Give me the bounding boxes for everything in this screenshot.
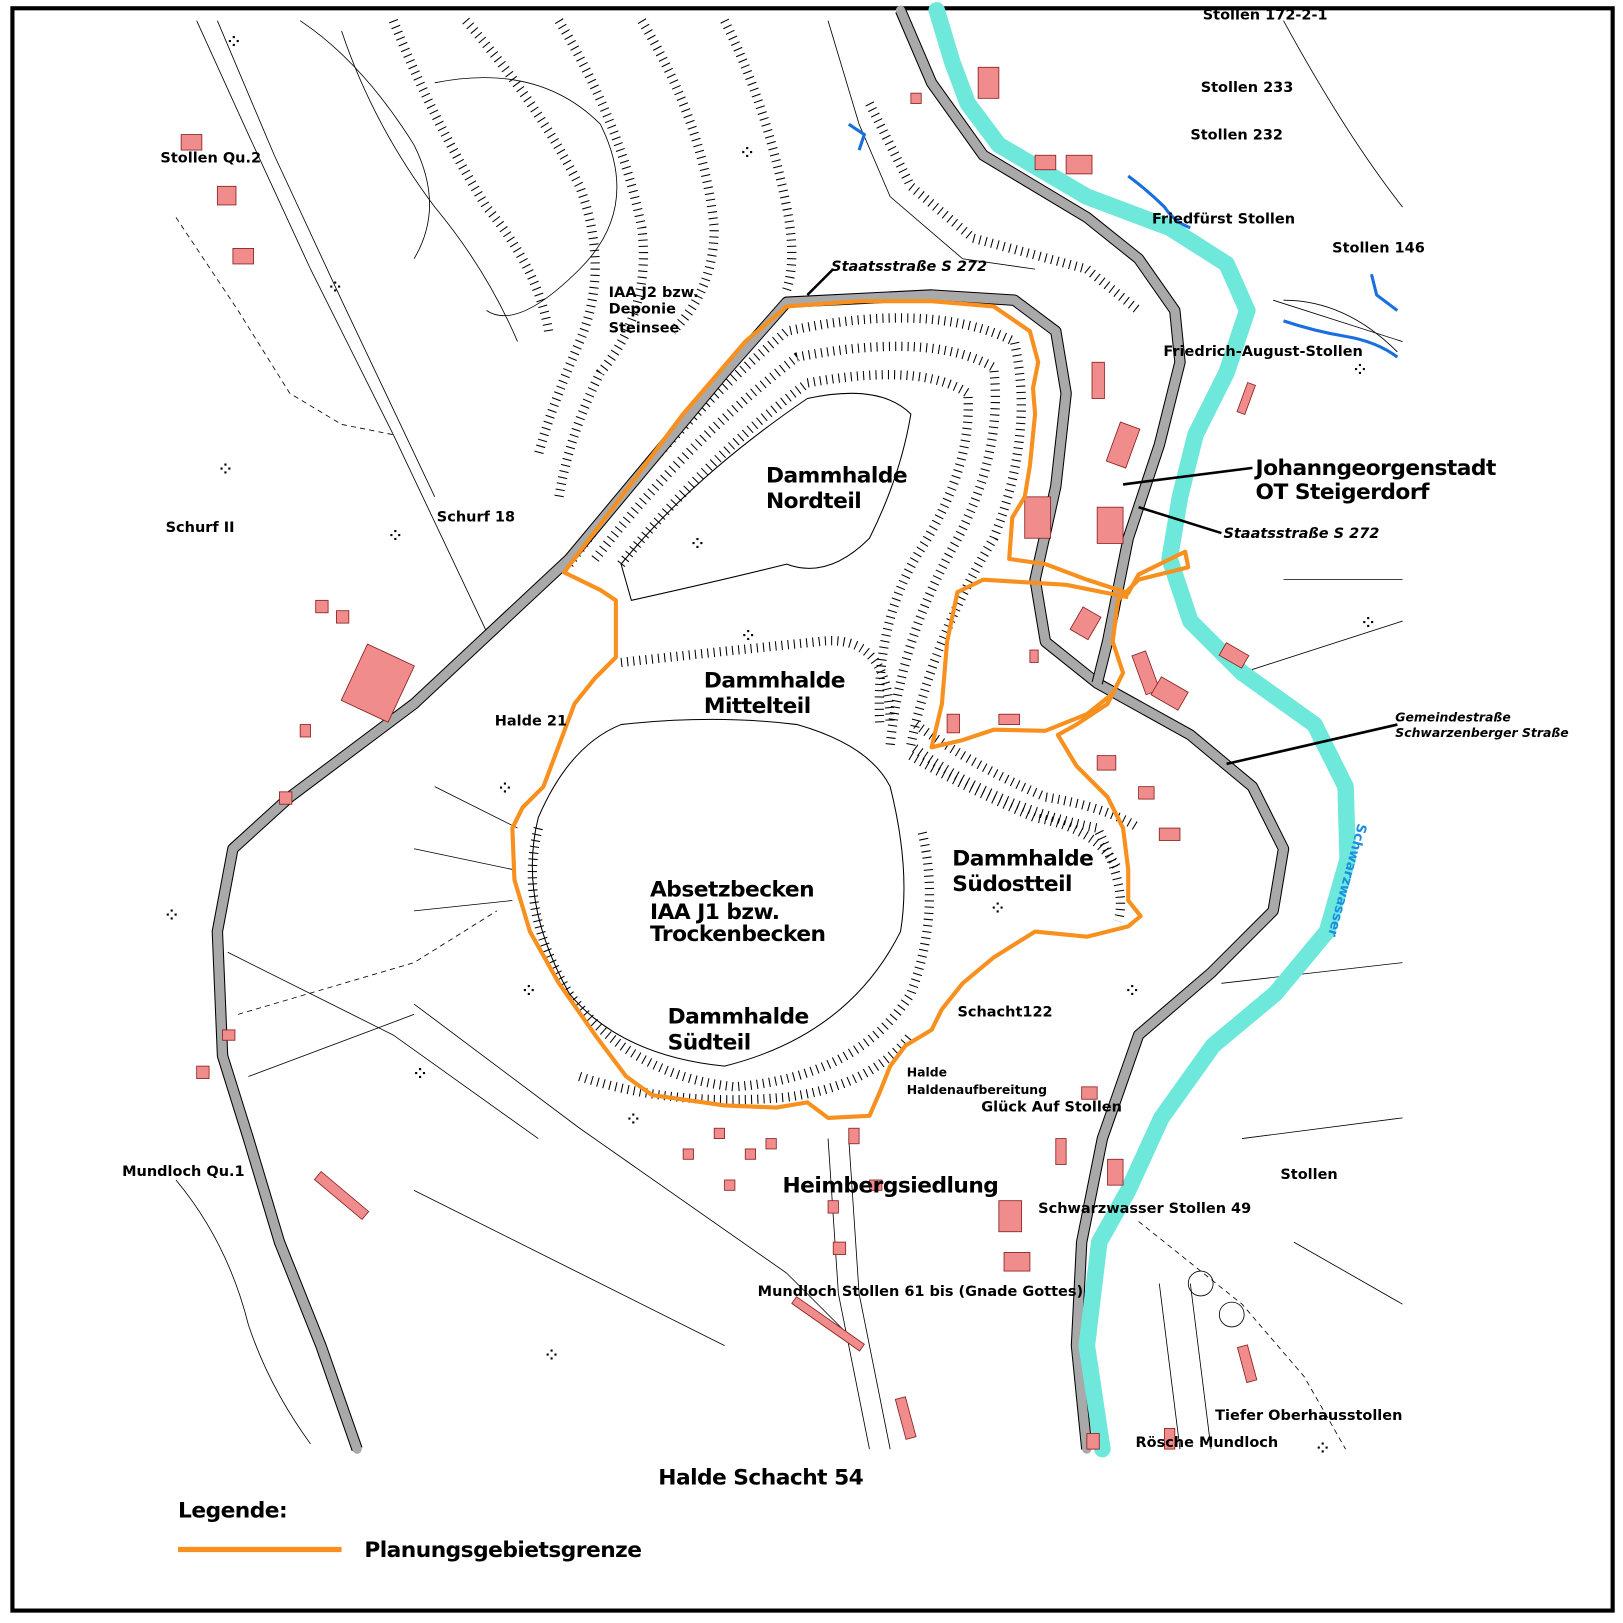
svg-text:⁘: ⁘ <box>414 1067 426 1083</box>
label-schurf-18: Schurf 18 <box>437 510 515 526</box>
label-suedost-2: Südostteil <box>952 872 1072 897</box>
leader-lines <box>806 268 1398 766</box>
label-gemeindestrasse-2: Schwarzenberger Straße <box>1395 725 1568 740</box>
label-gemeindestrasse-1: Gemeindestraße <box>1395 709 1510 724</box>
map-title: Halde Schacht 54 <box>658 1465 863 1490</box>
label-stollen-172: Stollen 172-2-1 <box>1203 8 1328 24</box>
svg-text:⁘: ⁘ <box>219 462 231 478</box>
svg-text:⁘: ⁘ <box>389 528 401 544</box>
river-schwarzwasser <box>847 2 1399 1458</box>
label-heimbergsiedlung: Heimbergsiedlung <box>783 1173 999 1198</box>
svg-text:⁘: ⁘ <box>499 781 511 797</box>
label-staatsstrasse-right: Staatsstraße S 272 <box>1223 526 1379 542</box>
label-schwarzwasser-stollen-49: Schwarzwasser Stollen 49 <box>1038 1201 1251 1217</box>
label-friedfuerst-stollen: Friedfürst Stollen <box>1152 212 1295 228</box>
label-iaa-j2-3: Steinsee <box>609 320 680 336</box>
label-stollen-232: Stollen 232 <box>1190 128 1283 144</box>
label-stollen: Stollen <box>1280 1167 1337 1183</box>
label-friedrich-august-stollen: Friedrich-August-Stollen <box>1163 344 1362 360</box>
svg-text:⁘: ⁘ <box>992 901 1004 917</box>
svg-text:⁘: ⁘ <box>1126 984 1138 1000</box>
svg-text:⁘: ⁘ <box>1354 363 1366 379</box>
label-mittelteil-2: Mittelteil <box>704 694 811 719</box>
roads <box>211 5 1398 1454</box>
label-stollen-233: Stollen 233 <box>1201 80 1294 96</box>
label-halde: Halde <box>907 1064 947 1079</box>
label-schacht-122: Schacht122 <box>957 1004 1052 1020</box>
stream <box>1127 174 1191 230</box>
label-town-1: Johanngeorgenstadt <box>1254 456 1496 481</box>
map-symbols: ⁘ ⁘ ⁘ ⁘ ⁘ ⁘ ⁘ ⁘ ⁘ ⁘ ⁘ ⁘ ⁘ ⁘ ⁘ ⁘ ⁘ ⁘ <box>166 35 1375 1458</box>
label-stollen-qu2: Stollen Qu.2 <box>160 151 261 167</box>
svg-text:⁘: ⁘ <box>166 908 178 924</box>
label-absetz-2: IAA J1 bzw. <box>650 900 779 925</box>
svg-text:⁘: ⁘ <box>523 984 535 1000</box>
label-schurf-ii: Schurf II <box>166 520 235 536</box>
label-halde-21: Halde 21 <box>495 714 567 730</box>
terrain-lines <box>175 17 1403 1450</box>
label-mundloch-stollen-61: Mundloch Stollen 61 bis (Gnade Gottes) <box>758 1284 1083 1300</box>
label-iaa-j2-2: Deponie <box>609 302 676 318</box>
label-suedost-1: Dammhalde <box>952 846 1093 871</box>
svg-text:⁘: ⁘ <box>627 1112 639 1128</box>
buildings <box>180 66 1258 1450</box>
label-roesche-mundloch: Rösche Mundloch <box>1135 1435 1278 1451</box>
label-absetz-1: Absetzbecken <box>650 877 814 902</box>
svg-text:⁘: ⁘ <box>1317 1441 1329 1457</box>
road-s272 <box>212 290 1289 1454</box>
road-north <box>895 5 1185 688</box>
legend-heading: Legende: <box>178 1498 287 1523</box>
label-mundloch-qu1: Mundloch Qu.1 <box>122 1164 244 1180</box>
label-town-2: OT Steigerdorf <box>1256 480 1430 505</box>
label-absetz-3: Trockenbecken <box>650 922 825 947</box>
label-mittelteil-1: Dammhalde <box>704 668 845 693</box>
svg-text:⁘: ⁘ <box>691 537 703 553</box>
svg-text:⁘: ⁘ <box>742 629 754 645</box>
svg-text:⁘: ⁘ <box>228 35 240 51</box>
label-staatsstrasse-top: Staatsstraße S 272 <box>831 259 987 275</box>
legend: Legende: Planungsgebietsgrenze <box>178 1498 642 1563</box>
svg-text:⁘: ⁘ <box>741 145 753 161</box>
label-haldenaufbereitung: Haldenaufbereitung <box>907 1082 1047 1097</box>
label-nordteil-2: Nordteil <box>766 489 861 514</box>
label-nordteil-1: Dammhalde <box>766 463 907 488</box>
legend-boundary-label: Planungsgebietsgrenze <box>364 1538 641 1563</box>
label-glueck-auf-stollen: Glück Auf Stollen <box>981 1100 1122 1116</box>
label-iaa-j2-1: IAA J2 bzw. <box>609 285 699 301</box>
label-suedteil-1: Dammhalde <box>668 1005 809 1030</box>
label-suedteil-2: Südteil <box>668 1031 751 1056</box>
svg-text:⁘: ⁘ <box>329 280 341 296</box>
planning-area-boundary <box>510 299 1191 1120</box>
svg-text:⁘: ⁘ <box>1362 615 1374 631</box>
svg-text:⁘: ⁘ <box>545 1348 557 1364</box>
map-labels: Stollen 172-2-1 Stollen 233 Stollen 232 … <box>122 8 1569 1451</box>
label-tiefer-oberhausstollen: Tiefer Oberhausstollen <box>1215 1408 1402 1424</box>
label-stollen-146: Stollen 146 <box>1332 241 1425 257</box>
